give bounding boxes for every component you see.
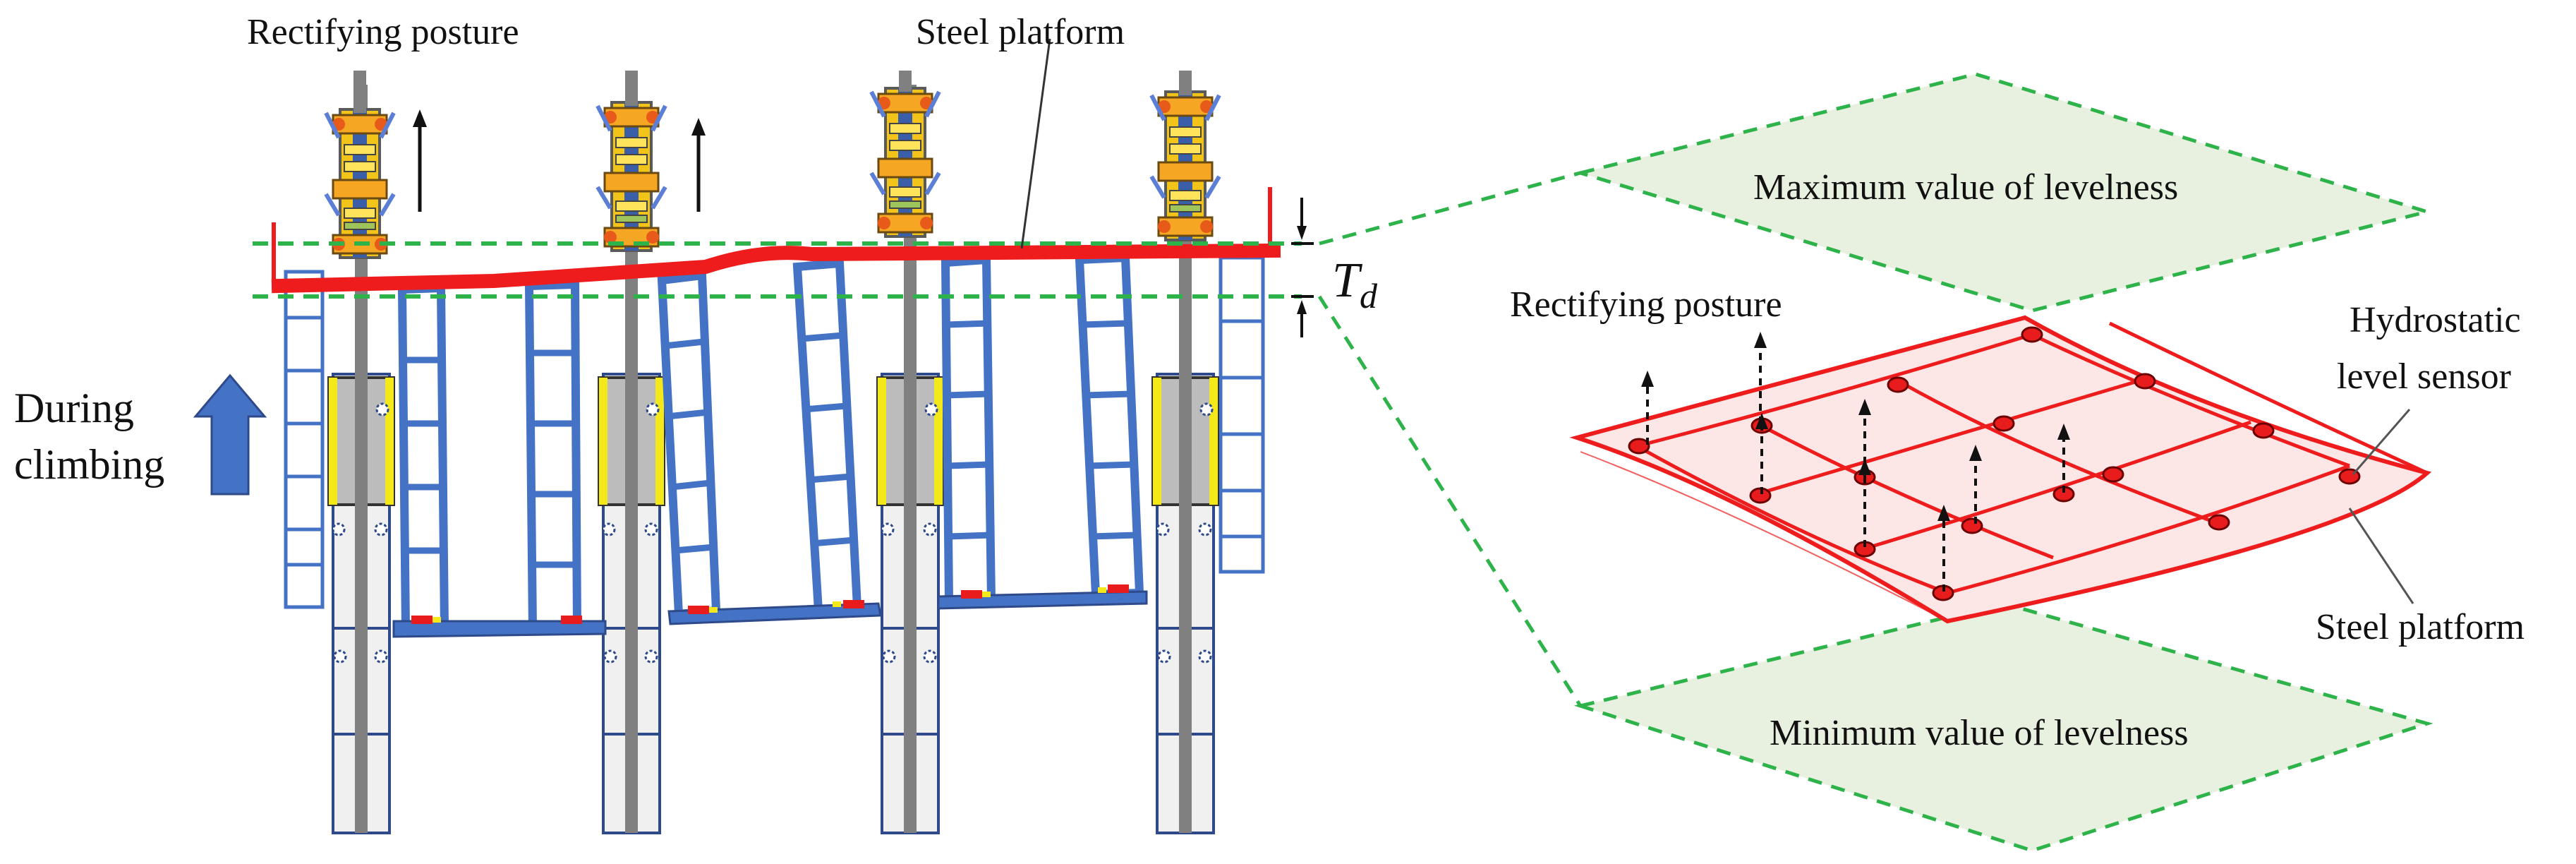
climbing-rods [353,71,1192,113]
min-levelness-plane [1573,601,2433,853]
hydrostatic-sensor-label: Hydrostatic [2350,300,2521,340]
levelness-bounds-lines [253,241,1302,299]
projection-lines [1317,171,1583,707]
left-elevation-view: Td Rectifying posture Steel platform Dur… [14,12,1378,834]
rectifying-arrows-left [413,109,706,212]
steel-platform-leader [1020,38,1051,249]
max-levelness-label: Maximum value of levelness [1753,167,2178,208]
rectifying-posture-label-right: Rectifying posture [1510,284,1782,325]
right-side-ladder [1219,256,1265,574]
platform-leader [2348,508,2414,604]
steel-platform-label-left: Steel platform [916,12,1125,52]
sensor-leader [2352,409,2411,475]
min-levelness-label: Minimum value of levelness [1770,713,2189,753]
climbing-jacks [326,88,1219,258]
formwork-ladders [397,253,1144,635]
during-climbing-label-2: climbing [14,441,164,488]
during-climbing-label: During [14,385,134,431]
steel-platform-label-right: Steel platform [2316,607,2524,647]
right-3d-view: Maximum value of levelness Minimum value… [1317,72,2524,853]
max-levelness-plane [1573,72,2434,313]
hydrostatic-level-sensors [1628,326,2361,601]
rectifying-posture-label-left: Rectifying posture [247,12,519,52]
td-dimension [1291,198,1314,337]
rectifying-arrows-right [1646,346,2065,592]
hydrostatic-sensor-label-2: level sensor [2337,356,2511,397]
climbing-direction-arrow [193,373,267,496]
left-side-ladder [284,270,325,609]
rectifying-arrowheads-right [1641,332,2070,521]
steel-platform-surface [1569,315,2432,624]
bottom-platforms [392,584,1148,638]
td-label: Td [1332,253,1378,316]
